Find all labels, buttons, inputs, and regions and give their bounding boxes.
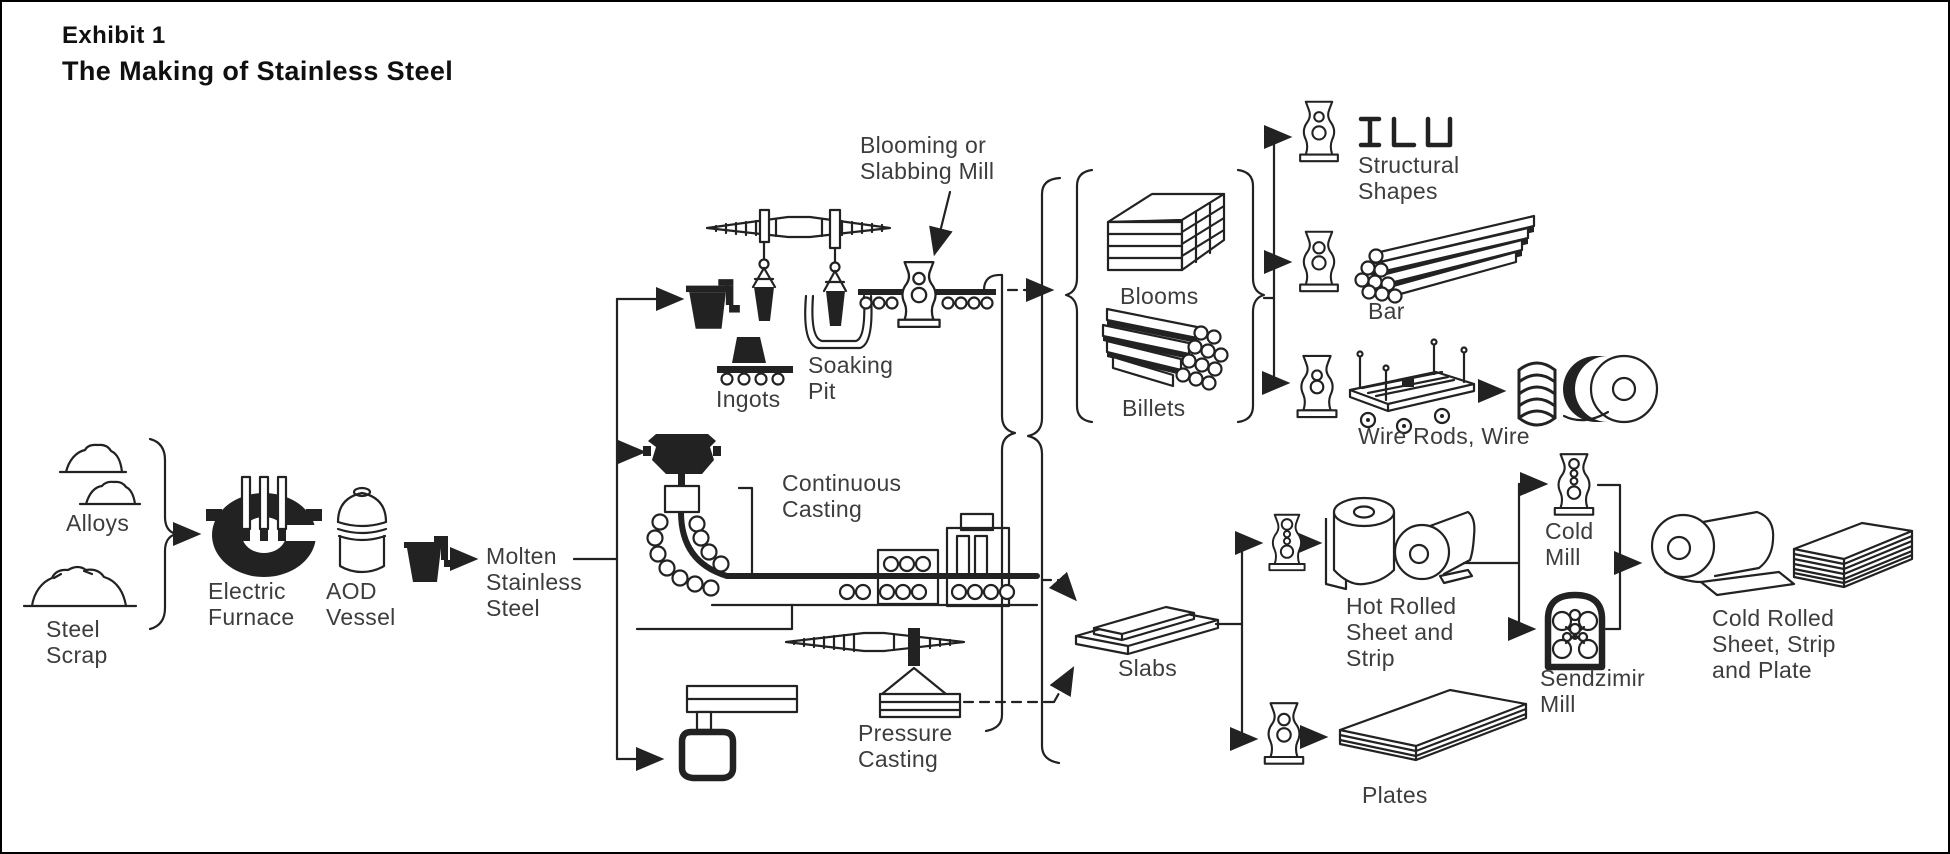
wire-coil-icon xyxy=(1510,352,1564,436)
label-sendzimir-mill: Sendzimir Mill xyxy=(1540,665,1645,718)
bar-bundle-icon xyxy=(1352,196,1544,308)
blooms-stack-icon xyxy=(1102,182,1230,286)
alloy-pile-icon xyxy=(54,440,132,476)
billets-stack-icon xyxy=(1097,297,1237,397)
label-aod-vessel: AOD Vessel xyxy=(326,578,396,631)
exhibit-number: Exhibit 1 xyxy=(62,22,166,49)
soaking-pit-icon xyxy=(798,292,878,358)
alloy-pile-icon xyxy=(76,478,144,508)
ingot-car-icon xyxy=(715,332,795,386)
cold-coil-icon xyxy=(1645,500,1796,600)
rolling-mill-stand-icon xyxy=(1260,698,1308,768)
label-cold-rolled: Cold Rolled Sheet, Strip and Plate xyxy=(1712,605,1836,684)
slab-icon xyxy=(1072,590,1222,662)
rolling-mill-stand-icon xyxy=(1292,352,1342,420)
label-bar: Bar xyxy=(1368,298,1405,324)
label-slabs: Slabs xyxy=(1118,655,1178,681)
plates-stack-icon xyxy=(1330,680,1534,788)
wire-spool-icon xyxy=(1562,350,1659,428)
label-molten-stainless-steel: Molten Stainless Steel xyxy=(486,543,583,622)
ladle-icon xyxy=(686,278,742,332)
ladle-icon xyxy=(404,536,456,584)
rolling-mill-stand-icon xyxy=(1294,228,1344,294)
label-plates: Plates xyxy=(1362,782,1428,808)
rolling-mill-stand-icon xyxy=(892,258,946,330)
label-soaking-pit: Soaking Pit xyxy=(808,352,894,405)
label-hot-rolled: Hot Rolled Sheet and Strip xyxy=(1346,593,1457,672)
label-steel-scrap: Steel Scrap xyxy=(46,616,108,669)
label-alloys: Alloys xyxy=(66,510,130,536)
label-blooming-mill: Blooming or Slabbing Mill xyxy=(860,132,995,185)
continuous-caster-icon xyxy=(635,424,1041,638)
label-pressure-casting: Pressure Casting xyxy=(858,720,953,773)
hot-coil-icon xyxy=(1322,490,1476,598)
rolling-mill-stand-icon xyxy=(1265,508,1309,576)
label-blooms: Blooms xyxy=(1120,283,1199,309)
label-structural-shapes: Structural Shapes xyxy=(1358,152,1460,205)
structural-profiles-icon xyxy=(1356,114,1456,152)
label-ingots: Ingots xyxy=(716,386,781,412)
overhead-crane-icon xyxy=(700,205,898,347)
page-title: The Making of Stainless Steel xyxy=(62,56,454,86)
electric-furnace-icon xyxy=(200,475,330,581)
label-cold-mill: Cold Mill xyxy=(1545,518,1594,571)
label-wire-rods-wire: Wire Rods, Wire xyxy=(1358,423,1530,449)
label-continuous-casting: Continuous Casting xyxy=(782,470,902,523)
pressure-casting-vessel-icon xyxy=(677,682,805,782)
rolling-mill-stand-icon xyxy=(1550,448,1598,520)
rolling-mill-stand-icon xyxy=(1294,98,1344,164)
sendzimir-mill-icon xyxy=(1538,585,1612,671)
scrap-pile-icon xyxy=(20,558,140,610)
pressure-casting-crane-icon xyxy=(780,626,970,722)
label-electric-furnace: Electric Furnace xyxy=(208,578,295,631)
label-billets: Billets xyxy=(1122,395,1186,421)
aod-vessel-icon xyxy=(332,484,392,574)
rod-cart-icon xyxy=(1342,336,1482,436)
sheet-stack-icon xyxy=(1788,515,1916,607)
